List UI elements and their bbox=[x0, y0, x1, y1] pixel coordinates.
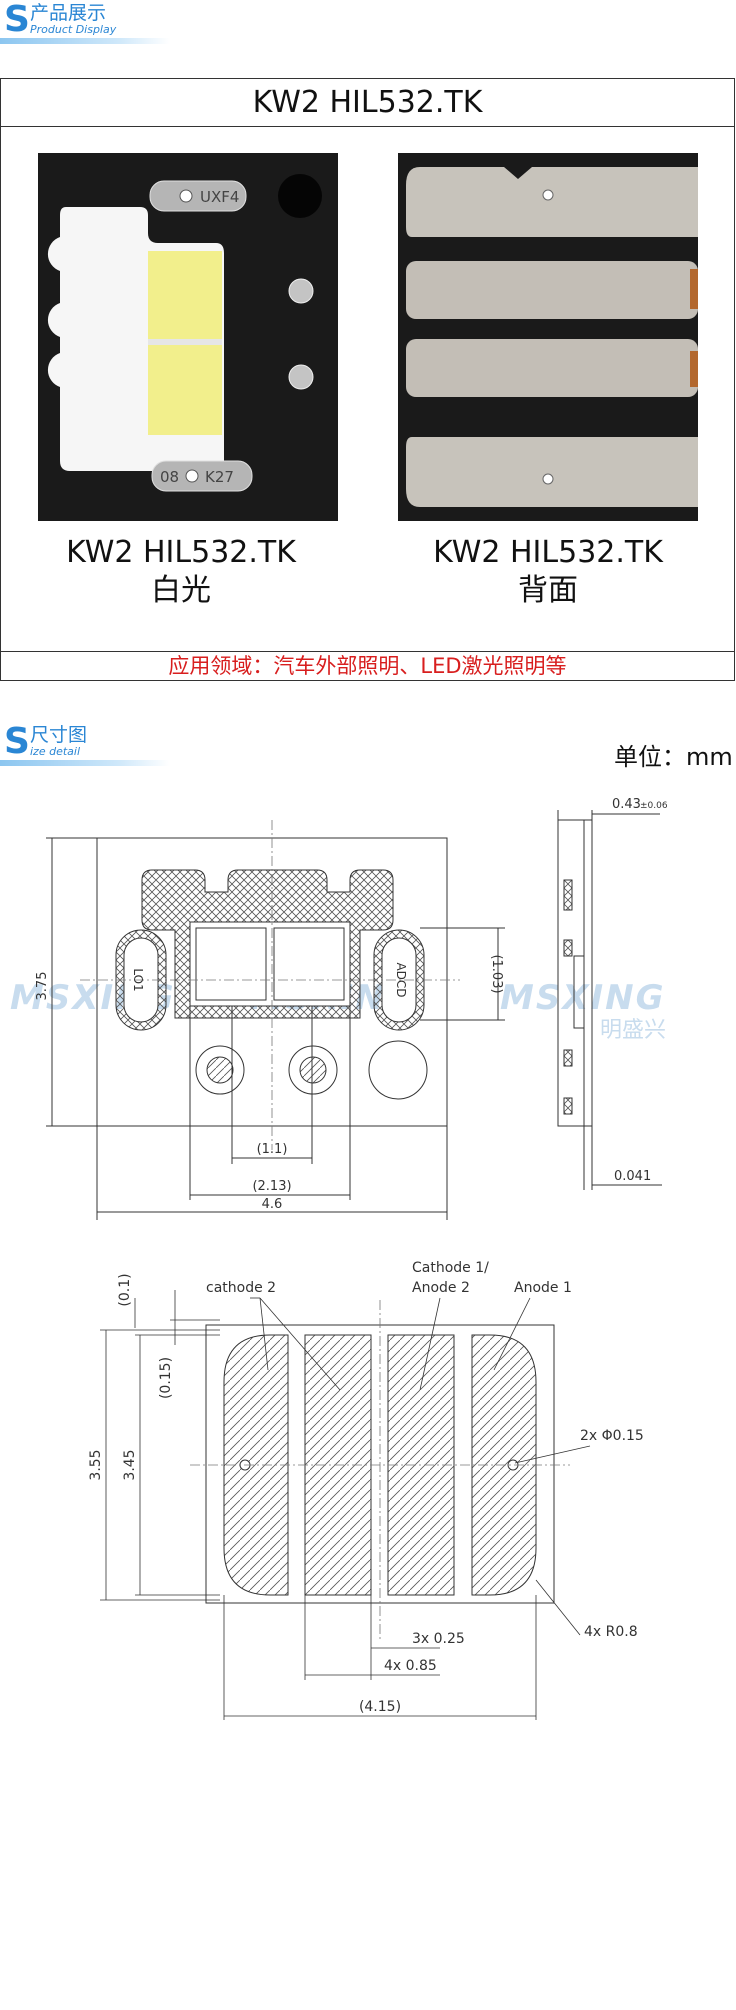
leader bbox=[259, 1297, 341, 1391]
dark-hole bbox=[278, 174, 322, 218]
side-pad bbox=[563, 1049, 573, 1067]
leader bbox=[535, 1579, 581, 1636]
label-cathode1-line2: Anode 2 bbox=[412, 1280, 470, 1296]
caption-left-model: KW2 HIL532.TK bbox=[66, 535, 296, 570]
product-frame: KW2 HIL532.TK UXF4 08 K27 KW2 HIL532.TK … bbox=[0, 78, 735, 681]
dim-015: (0.15) bbox=[158, 1357, 174, 1399]
dim-355: 3.55 bbox=[88, 1449, 104, 1480]
caption-left-sub: 白光 bbox=[151, 573, 211, 608]
dim-085: 4x 0.85 bbox=[384, 1658, 437, 1674]
chip-left bbox=[195, 927, 267, 1001]
label-anode1: Anode 1 bbox=[514, 1280, 572, 1296]
side-pad bbox=[563, 879, 573, 911]
bottom-view-drawing: cathode 2 Cathode 1/ Anode 2 Anode 1 2x … bbox=[88, 1260, 644, 1720]
section-header-product: S 产品展示 Product Display bbox=[0, 0, 736, 48]
code-bottom-right: K27 bbox=[205, 468, 234, 486]
leader bbox=[259, 1297, 269, 1371]
section-underline bbox=[0, 760, 170, 766]
section-subtitle: Product Display bbox=[30, 23, 117, 36]
watermark-chinese: 明盛兴 bbox=[600, 1018, 667, 1043]
via-upper bbox=[288, 278, 314, 304]
code-top: UXF4 bbox=[200, 188, 239, 206]
dim-01: (0.1) bbox=[117, 1273, 133, 1306]
application-text: 应用领域：汽车外部照明、LED激光照明等 bbox=[168, 654, 567, 678]
led-chip-upper bbox=[148, 251, 222, 339]
chip-window bbox=[189, 921, 351, 1007]
section-title: 产品展示 bbox=[30, 2, 107, 24]
divider bbox=[1, 651, 734, 652]
section-underline bbox=[0, 38, 170, 44]
back-pad-4 bbox=[406, 437, 698, 507]
chip-right bbox=[273, 927, 345, 1001]
back-pad-1 bbox=[406, 167, 698, 237]
dim-213: (2.13) bbox=[252, 1179, 291, 1194]
pad-left-label: LO1 bbox=[131, 968, 145, 991]
metal-pad-bottom bbox=[151, 460, 253, 492]
dim-width: 4.6 bbox=[262, 1197, 283, 1212]
label-radius: 4x R0.8 bbox=[584, 1624, 638, 1640]
divider bbox=[1, 126, 734, 127]
watermark: MSXING bbox=[500, 978, 666, 1018]
label-holes: 2x Φ0.15 bbox=[580, 1428, 644, 1444]
pad-hole-bottom bbox=[185, 469, 199, 483]
top-view-drawing: 3.75 4.6 (2.13) (1.1) (1.03) LO1 ADCD bbox=[35, 797, 668, 1220]
copper-edge bbox=[690, 351, 698, 387]
leader bbox=[419, 1297, 441, 1391]
pad-right-label: ADCD bbox=[394, 962, 408, 997]
back-hole-bottom bbox=[542, 473, 554, 485]
caption-right-model: KW2 HIL532.TK bbox=[433, 535, 663, 570]
side-pad bbox=[563, 1097, 573, 1115]
chip-gap bbox=[148, 339, 222, 345]
section-subtitle: ize detail bbox=[30, 745, 81, 758]
product-title: KW2 HIL532.TK bbox=[252, 85, 483, 120]
metal-pad-top bbox=[149, 180, 247, 212]
pad-cathode2-outer bbox=[223, 1334, 289, 1596]
leader bbox=[514, 1445, 591, 1464]
dim-345: 3.45 bbox=[122, 1449, 138, 1480]
led-back-photo bbox=[398, 153, 698, 521]
back-pad-2 bbox=[406, 261, 698, 319]
copper-edge bbox=[690, 269, 698, 309]
via-lower bbox=[288, 364, 314, 390]
via-right-inner bbox=[299, 1056, 327, 1084]
section-title: 尺寸图 bbox=[30, 724, 88, 746]
side-chip bbox=[573, 955, 585, 1029]
dim-415: (4.15) bbox=[359, 1699, 401, 1715]
via-left-inner bbox=[206, 1056, 234, 1084]
dim-thickness-tol: ±0.06 bbox=[640, 801, 668, 811]
led-chip-lower bbox=[148, 345, 222, 435]
via-right-outer bbox=[288, 1045, 338, 1095]
side-view-outline bbox=[557, 819, 593, 1127]
pad-hole-top bbox=[179, 189, 193, 203]
via-left-outer bbox=[195, 1045, 245, 1095]
pad-notch bbox=[504, 167, 532, 179]
dim-103: (1.03) bbox=[489, 954, 504, 993]
dim-025: 3x 0.25 bbox=[412, 1631, 465, 1647]
polarity-mark bbox=[368, 1040, 428, 1100]
unit-label: 单位：mm bbox=[614, 743, 733, 771]
dim-thickness: 0.43 bbox=[612, 797, 641, 812]
dim-bottom-layer: 0.041 bbox=[614, 1169, 651, 1184]
label-cathode1-line1: Cathode 1/ bbox=[412, 1260, 489, 1276]
back-hole-top bbox=[542, 189, 554, 201]
side-pad bbox=[563, 939, 573, 957]
back-pad-3 bbox=[406, 339, 698, 397]
led-front-photo: UXF4 08 K27 bbox=[38, 153, 338, 521]
section-s-letter: S bbox=[4, 721, 30, 762]
caption-right-sub: 背面 bbox=[518, 573, 578, 608]
dim-11: (1.1) bbox=[257, 1142, 288, 1157]
section-header-size: S 尺寸图 ize detail bbox=[0, 722, 736, 770]
code-bottom-left: 08 bbox=[160, 468, 179, 486]
dim-height: 3.75 bbox=[35, 972, 50, 1001]
label-cathode2: cathode 2 bbox=[206, 1280, 276, 1296]
leader bbox=[493, 1297, 531, 1371]
section-s-letter: S bbox=[4, 0, 30, 40]
